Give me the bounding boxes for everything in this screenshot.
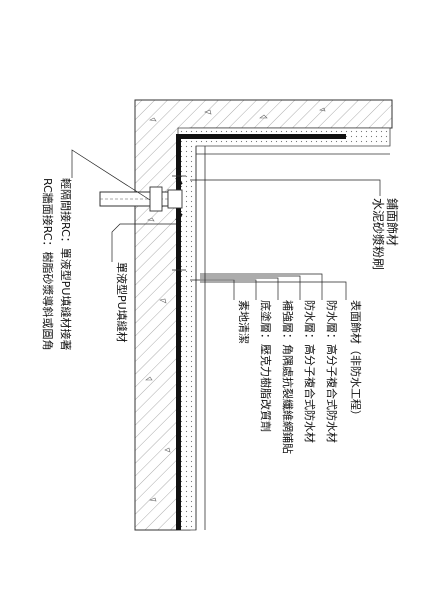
finish-face-lines [195, 146, 390, 530]
label-layer-4: 補強層：角隅處抗裂纖維網鋪貼 [281, 300, 295, 454]
label-layer-3: 防水層：高分子複合式防水材 [303, 300, 317, 443]
pipe-penetration [99, 177, 183, 221]
label-pu-sealant: 單液型PU填縫材 [115, 262, 129, 343]
label-group-right: 鋪面飾材 水泥砂漿粉刷 [371, 198, 400, 270]
label-group-left: 單液型PU填縫材 輕隔間接RC：單液型PU填縫材接著 RC牆面接RC：樹脂砂漿導… [41, 178, 129, 351]
label-layer-1: 表面飾材（非防水工程） [349, 300, 363, 421]
section-marks [172, 175, 186, 271]
label-pipe-note-1: 輕隔間接RC：單液型PU填縫材接著 [59, 178, 73, 350]
label-layer-5: 底塗層：壓克力樹脂改質劑 [259, 300, 273, 432]
label-layer-2: 防水層：高分子複合式防水材 [325, 300, 339, 443]
label-finish-main: 鋪面飾材 [385, 198, 400, 246]
label-pipe-note-2: RC牆面接RC：樹脂砂漿導斜或圓角 [41, 178, 55, 351]
label-finish-sub: 水泥砂漿粉刷 [371, 198, 386, 270]
label-layer-6: 素地清潔 [237, 300, 251, 344]
leader-lines [71, 149, 381, 300]
slab-top-lines [135, 99, 393, 128]
label-group-layers: 表面飾材（非防水工程） 防水層：高分子複合式防水材 防水層：高分子複合式防水材 … [237, 300, 363, 454]
